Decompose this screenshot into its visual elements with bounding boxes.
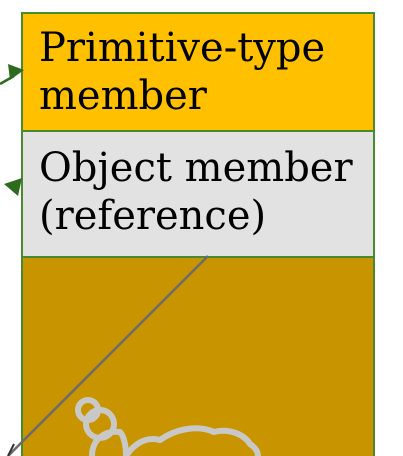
primitive-member-label-line1: Primitive-type xyxy=(39,25,326,71)
object-box: Primitive-type member Object member (ref… xyxy=(21,12,375,456)
primitive-type-member: Primitive-type member xyxy=(23,14,373,132)
reference-line-tail xyxy=(7,443,15,456)
primitive-member-label-line2: member xyxy=(39,73,207,119)
object-member-reference: Object member (reference) xyxy=(23,132,373,258)
object-member-arrow xyxy=(4,178,22,196)
object-member-label-line2: (reference) xyxy=(39,193,267,239)
object-member-label-line1: Object member xyxy=(39,145,353,191)
